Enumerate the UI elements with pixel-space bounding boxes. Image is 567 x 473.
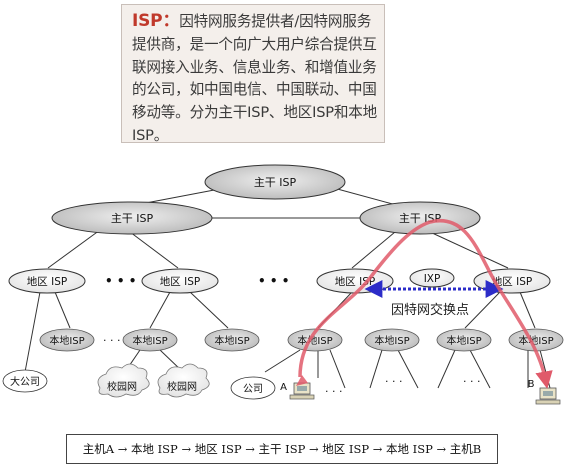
local-isp-6: 本地ISP <box>436 328 492 352</box>
route-path-box: 主机A → 本地 ISP → 地区 ISP → 主干 ISP → 地区 ISP … <box>66 434 498 464</box>
svg-text:本地ISP: 本地ISP <box>518 334 553 347</box>
svg-text:本地ISP: 本地ISP <box>374 334 409 347</box>
svg-text:本地ISP: 本地ISP <box>132 334 167 347</box>
svg-text:IXP: IXP <box>424 273 441 285</box>
local-isp-1: 本地ISP <box>39 328 95 352</box>
ixp-node: IXP <box>409 268 455 288</box>
svg-text:主干 ISP: 主干 ISP <box>111 212 154 225</box>
backbone-isp-top: 主干 ISP <box>204 164 346 200</box>
host-a-label: A <box>280 382 287 393</box>
isp-hierarchy-diagram: 主干 ISP 主干 ISP 主干 ISP 地区 ISP • • • 地区 ISP… <box>2 164 564 405</box>
svg-text:校园网: 校园网 <box>167 380 197 393</box>
svg-text:本地ISP: 本地ISP <box>214 334 249 347</box>
network-links <box>24 186 551 389</box>
local-isp-2: 本地ISP <box>122 328 178 352</box>
route-arrow-start-head <box>296 375 308 386</box>
route-arrow <box>298 218 553 389</box>
svg-text:地区 ISP: 地区 ISP <box>160 275 200 288</box>
host-b-computer-icon: B <box>528 379 561 405</box>
campus-network-2: 校园网 <box>157 363 210 398</box>
host-b-label: B <box>528 379 535 390</box>
campus-network-1: 校园网 <box>97 363 150 398</box>
svg-text:校园网: 校园网 <box>107 380 137 393</box>
svg-text:本地ISP: 本地ISP <box>297 334 332 347</box>
regional-isp-2: 地区 ISP <box>141 268 219 294</box>
ellipsis-regional-2: • • • <box>258 274 289 288</box>
ellipsis-hosts-3: · · · <box>463 375 480 388</box>
svg-text:地区 ISP: 地区 ISP <box>27 275 67 288</box>
exchange-point-label: 因特网交换点 <box>391 302 469 318</box>
backbone-isp-left: 主干 ISP <box>51 201 213 235</box>
local-isp-5: 本地ISP <box>364 328 420 352</box>
route-path-text: 主机A → 本地 ISP → 地区 ISP → 主干 ISP → 地区 ISP … <box>82 442 482 456</box>
svg-text:主干 ISP: 主干 ISP <box>399 212 442 225</box>
isp-term: ISP <box>132 11 163 31</box>
regional-isp-1: 地区 ISP <box>8 268 86 294</box>
isp-definition-text: 因特网服务提供者/因特网服务提供商，是一个向广大用户综合提供互联网接入业务、信息… <box>132 13 378 144</box>
big-company-node: 大公司 <box>2 369 48 393</box>
svg-text:大公司: 大公司 <box>10 375 40 388</box>
regional-isp-3: 地区 ISP <box>316 268 394 294</box>
svg-text:本地ISP: 本地ISP <box>49 334 84 347</box>
isp-term-colon: ： <box>162 11 180 31</box>
company-node: 公司 <box>230 376 276 400</box>
local-isp-3: 本地ISP <box>204 328 260 352</box>
svg-text:公司: 公司 <box>243 384 263 395</box>
svg-text:本地ISP: 本地ISP <box>446 334 481 347</box>
ellipsis-hosts-2: · · · <box>385 375 402 388</box>
ellipsis-regional-1: • • • <box>105 274 136 288</box>
svg-text:主干 ISP: 主干 ISP <box>254 176 297 189</box>
isp-definition-box: ISP：因特网服务提供者/因特网服务提供商，是一个向广大用户综合提供互联网接入业… <box>121 4 385 144</box>
ellipsis-hosts-1: · · · <box>325 385 342 398</box>
ellipsis-local-1: · · · <box>103 334 120 347</box>
